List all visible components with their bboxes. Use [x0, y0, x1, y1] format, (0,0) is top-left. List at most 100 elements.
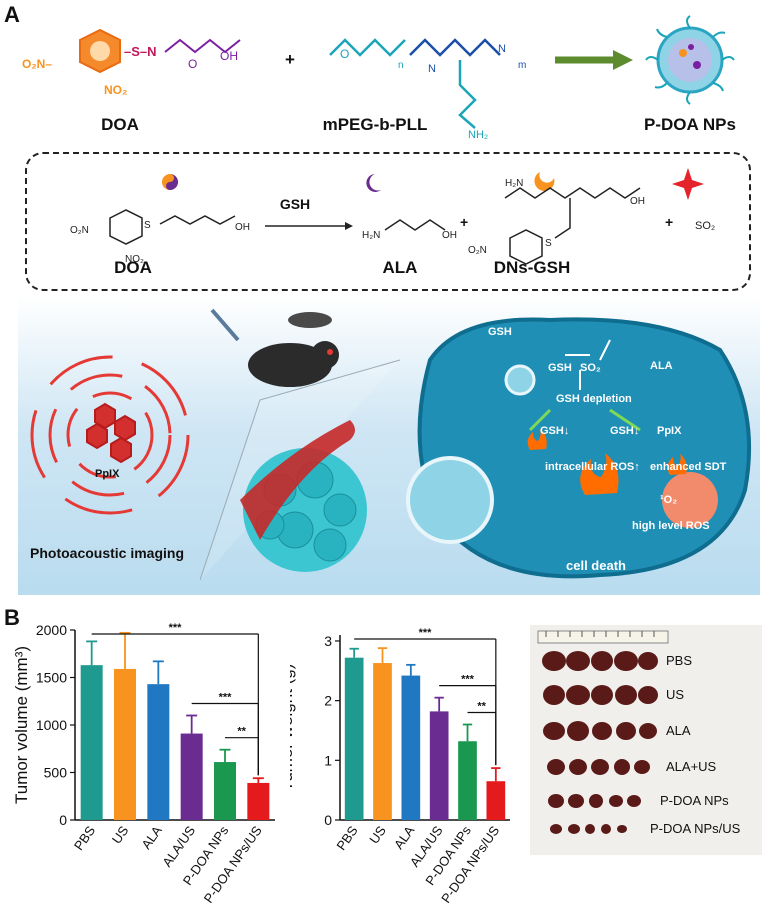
svg-text:NO₂: NO₂: [125, 254, 144, 265]
photo-row-label: PBS: [666, 653, 693, 668]
cell-singlet-o2: ¹O₂: [660, 494, 678, 506]
svg-text:O₂N–: O₂N–: [22, 57, 52, 71]
panel-b-letter: B: [4, 605, 20, 630]
svg-text:N: N: [428, 63, 436, 75]
svg-text:S: S: [545, 238, 552, 249]
bar: [147, 684, 170, 820]
scheme-plus-1: +: [460, 214, 469, 230]
svg-text:OH: OH: [442, 230, 457, 241]
reaction-scheme: O₂N NO₂ S OH H₂N OH H₂N OH S O₂N: [70, 168, 704, 265]
photo-row-label: P-DOA NPs: [660, 793, 729, 808]
significance-label: **: [477, 701, 486, 713]
cell-gsh-down-2: GSH↓: [610, 425, 640, 437]
doa-structure: O₂N– NO₂ –S–N O OH: [22, 28, 241, 97]
y-tick-label: 3: [324, 633, 332, 649]
x-tick-label: PBS: [333, 823, 360, 853]
significance-label: **: [237, 726, 246, 738]
polymer-structure: O n N N m NH₂: [329, 38, 526, 140]
x-tick-label: US: [109, 823, 132, 847]
svg-text:H₂N: H₂N: [505, 178, 523, 189]
cell-death: cell death: [566, 558, 626, 573]
synthesis-arrow: [555, 50, 633, 70]
doa-label: DOA: [101, 115, 139, 134]
x-tick-label: PBS: [71, 823, 98, 853]
scheme-doa-label: DOA: [114, 258, 152, 277]
cell-gsh-depletion: GSH depletion: [556, 393, 632, 405]
mouse-tumor-illustration: [200, 308, 400, 581]
bar: [373, 663, 392, 820]
photo-row-label: ALA+US: [666, 759, 717, 774]
svg-text:H₂N: H₂N: [362, 230, 380, 241]
y-tick-label: 1500: [36, 670, 67, 686]
plus-sign: +: [285, 50, 295, 69]
y-tick-label: 0: [59, 812, 67, 828]
svg-text:O: O: [188, 57, 197, 71]
tumor-photo: PBS US ALA ALA+US P-DOA NPs P-DOA NPs/US: [530, 625, 762, 855]
cell-enhanced-sdt: enhanced SDT: [650, 461, 727, 473]
cell-gsh-so2-gsh: GSH: [548, 362, 572, 374]
cell-illustration: [406, 317, 752, 579]
bar: [458, 741, 477, 820]
significance-label: ***: [461, 674, 475, 686]
x-tick-label: ALA: [391, 823, 418, 852]
bar: [214, 762, 236, 820]
scheme-ala-label: ALA: [382, 258, 418, 277]
reaction-scheme-box: [25, 152, 751, 291]
cell-intracellular-ros: intracellular ROS↑: [545, 461, 640, 473]
cell-gsh-top: GSH: [488, 326, 512, 338]
svg-text:OH: OH: [235, 222, 250, 233]
y-axis-label: Tumor volume (mm³): [12, 646, 31, 804]
significance-label: ***: [419, 627, 433, 639]
y-axis-label: Tumor weight (g): [290, 664, 296, 792]
x-tick-label: ALA: [138, 823, 165, 852]
svg-text:–S–N: –S–N: [124, 44, 157, 59]
photo-row-label: ALA: [666, 723, 691, 738]
bar: [429, 711, 449, 820]
bar: [80, 665, 103, 820]
y-tick-label: 1000: [36, 717, 67, 733]
photoacoustic-illustration: [30, 355, 190, 515]
photo-row-label: US: [666, 687, 685, 702]
svg-text:m: m: [518, 60, 526, 71]
bar: [401, 675, 421, 820]
nanoparticle-icon: [645, 15, 735, 105]
photoacoustic-label: Photoacoustic imaging: [30, 545, 185, 561]
cell-gsh-so2-so2: SO₂: [580, 362, 601, 374]
cell-high-level-ros: high level ROS: [632, 520, 710, 532]
significance-label: ***: [219, 692, 233, 704]
reagent-gsh: GSH: [279, 196, 311, 212]
y-tick-label: 2: [324, 693, 332, 709]
scheme-dns-gsh-label: DNs-GSH: [493, 258, 571, 277]
polymer-label: mPEG-b-PLL: [322, 115, 428, 134]
bar: [486, 781, 506, 820]
x-tick-label: US: [366, 823, 389, 847]
photo-row-label: P-DOA NPs/US: [650, 821, 741, 836]
bar: [180, 733, 203, 820]
bar: [247, 782, 270, 820]
scheme-plus-2: +: [665, 214, 674, 230]
svg-text:OH: OH: [220, 49, 238, 63]
scheme-so2-label: SO₂: [695, 220, 716, 232]
svg-text:O₂N: O₂N: [468, 245, 487, 256]
svg-text:O: O: [340, 47, 349, 61]
bar: [344, 657, 364, 820]
svg-text:N: N: [498, 43, 506, 55]
significance-label: ***: [169, 622, 183, 634]
panel-a-letter: A: [4, 2, 20, 27]
cell-ala: ALA: [650, 360, 673, 372]
svg-text:NO₂: NO₂: [104, 83, 127, 97]
y-tick-label: 1: [324, 752, 332, 768]
cell-ppix: PpIX: [657, 425, 682, 437]
y-tick-label: 0: [324, 812, 332, 828]
nps-label: P-DOA NPs: [644, 115, 736, 134]
ppix-label-left: PpIX: [95, 468, 120, 480]
svg-text:n: n: [398, 60, 404, 71]
y-tick-label: 2000: [36, 622, 67, 638]
svg-text:O₂N: O₂N: [70, 225, 89, 236]
svg-text:OH: OH: [630, 196, 645, 207]
svg-text:NH₂: NH₂: [468, 129, 488, 140]
svg-text:S: S: [144, 220, 151, 231]
bar: [114, 668, 136, 820]
